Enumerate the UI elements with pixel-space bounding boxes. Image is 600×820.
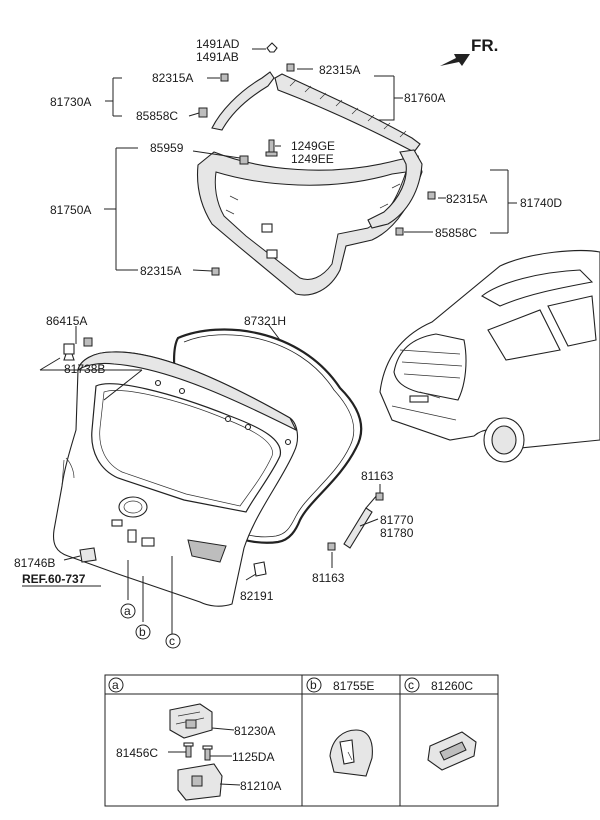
tailgate-emblem [118,496,148,518]
tailgate-leaders [39,323,381,634]
ref-label: REF.60-737 [22,572,86,586]
callout-1249EE: 1249EE [291,152,334,166]
weatherstrip-inner [183,334,355,538]
callout-82315A-top-left: 82315A [152,71,193,85]
switch-81260C [427,731,477,771]
clip-82315A-right [427,191,436,200]
table-header-a: a [108,677,124,693]
svg-text:c: c [408,678,414,692]
bolt-1125DA [202,745,213,761]
spoiler-ribs [289,79,407,138]
vehicle-rear-view [379,250,600,463]
table-header-b: b 81755E [306,677,374,693]
callout-82315A-top-right: 82315A [319,63,360,77]
clip-85858C-top [198,107,208,118]
tailgate-glass-inner [99,390,273,507]
callout-85858C-top: 85858C [136,109,178,123]
screw-1249GE [265,139,278,157]
direction-label: FR. [471,36,498,55]
table-subpart-81456C: 81456C [116,746,158,760]
parts-table [104,674,499,807]
callout-82191: 82191 [240,589,274,603]
table-header-c: c 81260C [404,677,473,693]
table-part-b: 81755E [333,679,374,693]
callout-82315A-right: 82315A [446,192,487,206]
spoiler-81760A [274,73,421,153]
callout-86415A: 86415A [46,314,87,328]
bolt-81456C [183,742,194,758]
svg-text:c: c [169,634,175,648]
bracket-81746B [79,547,97,563]
striker-81210A [177,763,223,801]
tailgate-lower-features [61,457,227,563]
table-subpart-81230A: 81230A [234,724,275,738]
callout-85959: 85959 [150,141,184,155]
side-trim-81740D [367,149,423,229]
clip-82315A-top-right [286,63,295,72]
clip-82315A-bottom [211,267,220,276]
callout-81163-bottom: 81163 [312,571,345,585]
table-a-leaders [168,727,241,786]
bumper-stop-86415A [63,343,75,361]
callout-1249GE: 1249GE [291,139,335,153]
callout-81750A: 81750A [50,203,91,217]
marker-c: c [165,633,181,649]
marker-a: a [120,603,136,619]
clip-82315A-top-left [220,73,229,82]
stopper-82191 [253,561,267,577]
bolt-1491AD [266,42,278,53]
callout-81740D: 81740D [520,196,562,210]
marker-b: b [135,624,151,640]
latch-assembly-81230A [169,703,213,739]
callout-85858C-right: 85858C [435,226,477,240]
table-subpart-1125DA: 1125DA [232,750,274,764]
svg-text:b: b [139,625,146,639]
callout-81760A: 81760A [404,91,445,105]
callout-81770: 81770 [380,513,414,527]
callout-1491AD: 1491AD [196,37,240,51]
table-subpart-81210A: 81210A [240,779,281,793]
tailgate-holes [154,379,292,446]
clip-85959 [239,155,249,165]
top-group-leaders [104,48,517,272]
gas-lifter-81770 [327,492,384,551]
callout-81738B: 81738B [64,362,105,376]
front-direction-arrow-icon [440,54,470,66]
callout-82315A-bottom: 82315A [140,264,181,278]
callout-81746B: 81746B [14,556,55,570]
bumper-81738B [83,337,93,347]
callout-81730A: 81730A [50,95,91,109]
callout-87321H: 87321H [244,314,286,328]
callout-81780: 81780 [380,526,414,540]
callout-81163-top: 81163 [361,469,394,483]
table-part-c: 81260C [431,679,473,693]
trim-panel-details [225,183,401,259]
svg-text:a: a [112,678,119,692]
clip-85858C-right [395,227,404,236]
handle-81755E [329,729,373,777]
svg-text:b: b [310,678,317,692]
tailgate-glass-opening [91,383,281,513]
rail-81730A [211,71,275,131]
svg-text:a: a [124,604,131,618]
callout-1491AB: 1491AB [196,50,239,64]
